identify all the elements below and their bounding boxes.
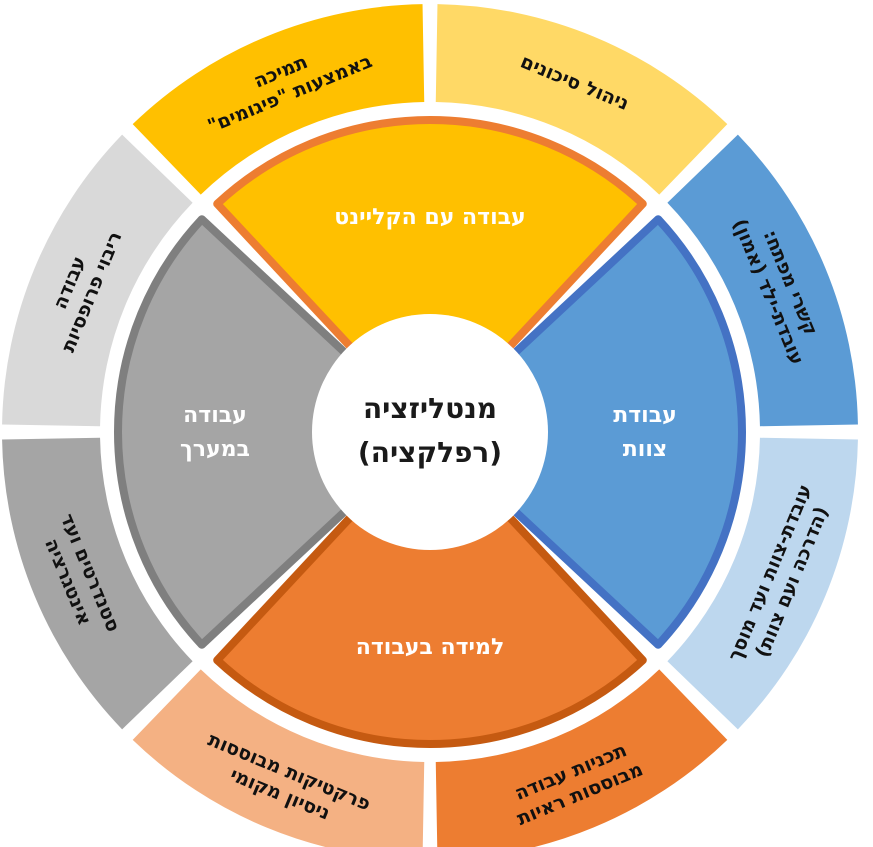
outer-segment-risk-shape [435, 4, 728, 195]
center-hub: מנטליזציה (רפלקציה) [312, 314, 548, 550]
outer-segment-practices-shape [132, 669, 425, 847]
inner-segment-left-label-line-1: עבודה [183, 403, 247, 428]
inner-segment-top-label-line-1: עבודה עם הקליינט [334, 205, 525, 230]
inner-segment-left-label-line-2: במערך [180, 437, 250, 462]
outer-segment-plans-shape [435, 669, 728, 847]
center-subtitle: (רפלקציה) [358, 436, 502, 469]
inner-ring: עבודה עם הקליינט עבודת צוות למידה בעבודה עבו… [114, 116, 746, 748]
inner-segment-bottom-label-line-1: למידה בעבודה [356, 635, 505, 660]
outer-segment-proposals-shape [2, 134, 193, 427]
outer-segment-system-shape [2, 437, 193, 730]
outer-segment-supervision: עובדת-צוות ועד מוסך(הדרכה ועם צוות) [667, 437, 858, 730]
inner-segment-right-label-line-1: עבודת [613, 403, 677, 428]
outer-segment-support-shape [132, 4, 425, 195]
center-circle [312, 314, 548, 550]
outer-segment-supervision-shape [667, 437, 858, 730]
center-title: מנטליזציה [363, 392, 497, 425]
outer-segment-risk: ניהול סיכונים [435, 4, 728, 195]
outer-segment-parent-shape [667, 134, 858, 427]
inner-segment-right-label-line-2: צוות [623, 437, 668, 462]
